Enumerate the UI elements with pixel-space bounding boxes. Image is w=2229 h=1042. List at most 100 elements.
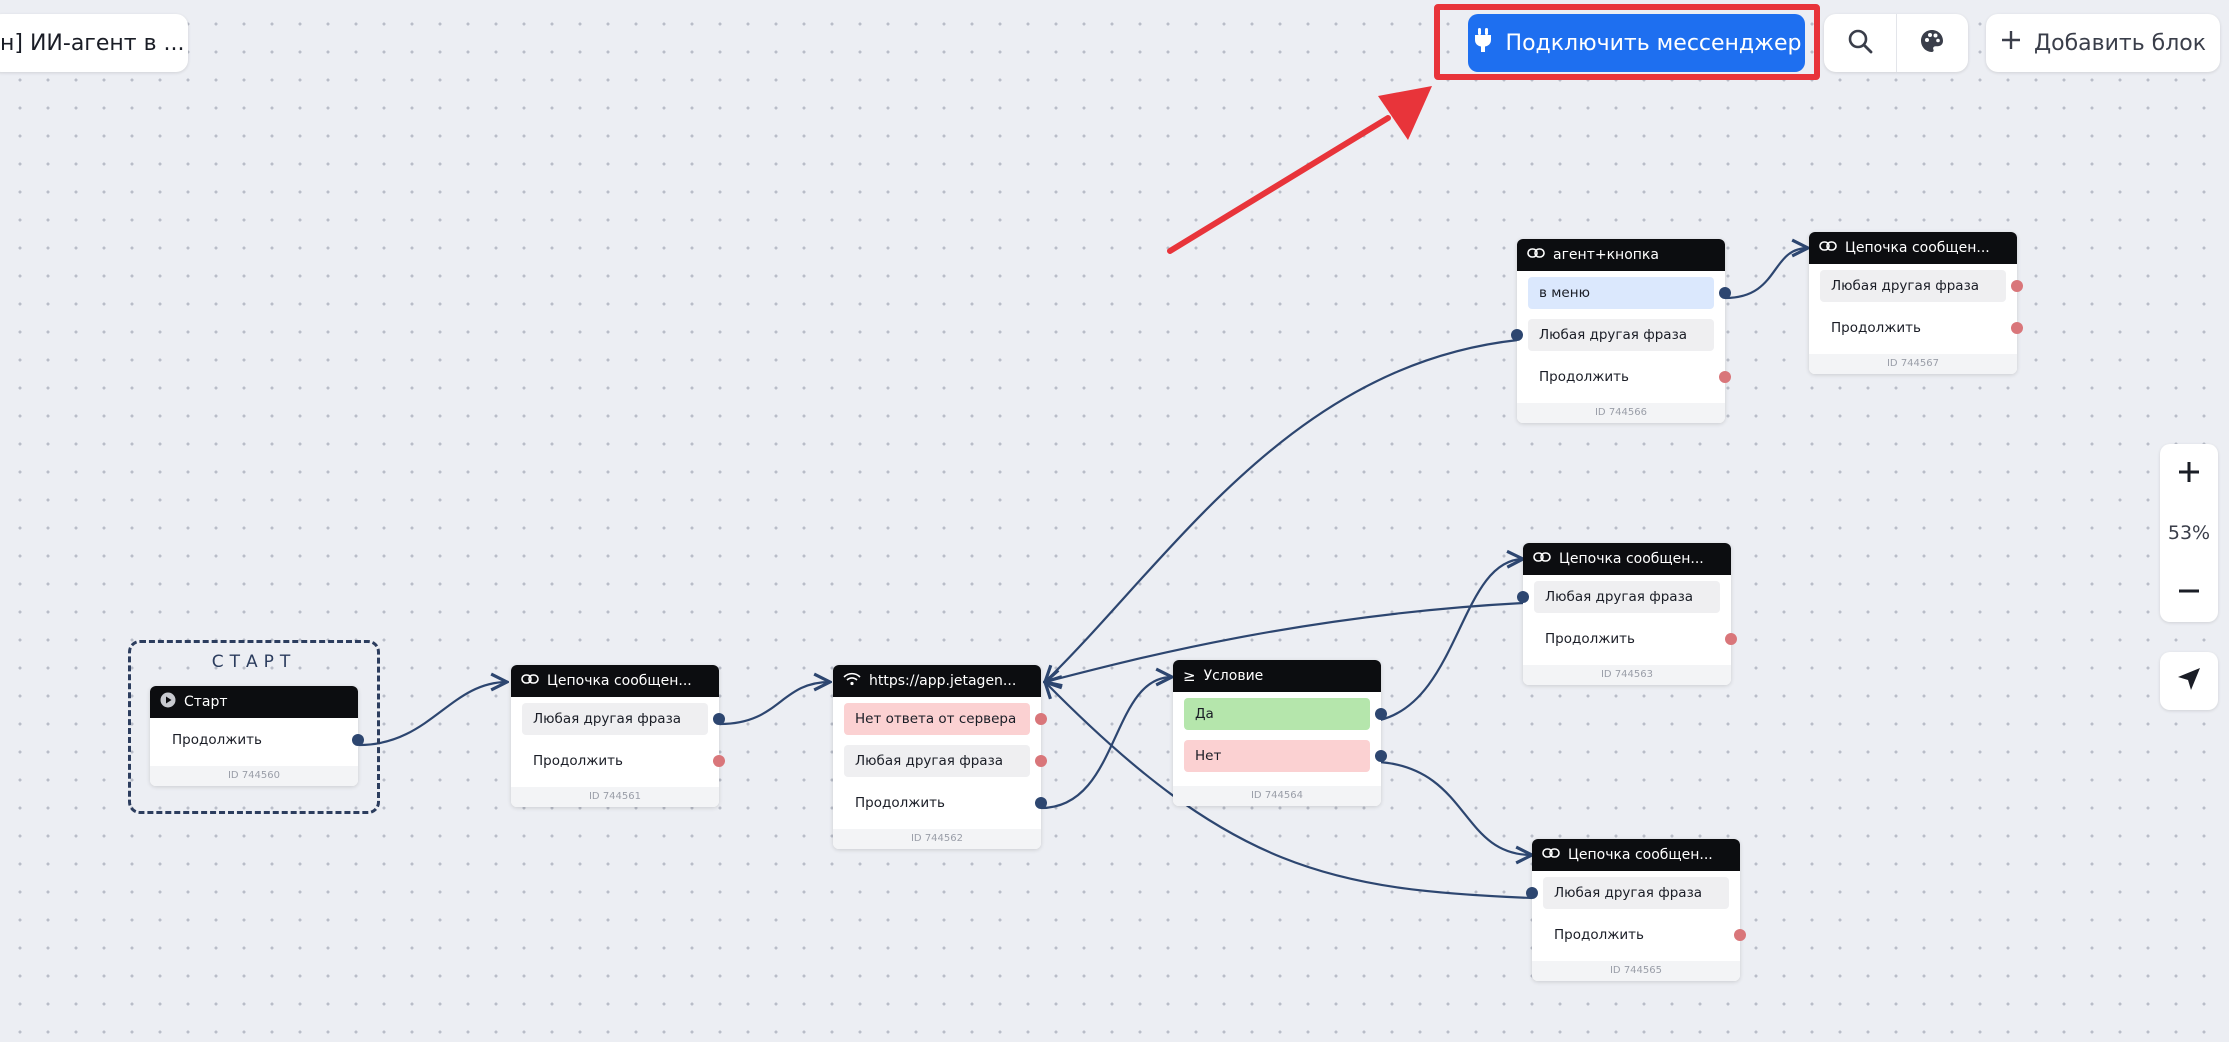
node-header[interactable]: ≥ Условие: [1173, 660, 1381, 692]
node-header[interactable]: Цепочка сообщен...: [1532, 839, 1740, 871]
continue-option[interactable]: Продолжить: [1534, 623, 1737, 655]
project-title[interactable]: н] ИИ-агент в ...: [0, 14, 188, 72]
output-port[interactable]: [713, 713, 725, 725]
node-title: https://app.jetagen...: [869, 673, 1017, 689]
link-icon: [1533, 551, 1551, 567]
option-label: Любая другая фраза: [533, 711, 682, 727]
link-icon: [1542, 847, 1560, 863]
any-phrase-option[interactable]: Любая другая фраза: [1820, 270, 2023, 302]
theme-button[interactable]: [1895, 14, 1969, 72]
node-header[interactable]: Цепочка сообщен...: [511, 665, 719, 697]
continue-option[interactable]: Продолжить: [1543, 919, 1746, 951]
start-frame: [128, 640, 380, 814]
node-id: ID 744567: [1809, 354, 2017, 374]
output-port[interactable]: [1375, 750, 1387, 762]
option-label: Продолжить: [1554, 927, 1644, 943]
any-phrase-option[interactable]: Любая другая фраза: [522, 703, 725, 735]
plus-icon: [2000, 29, 2022, 57]
edge-menu-to-chain2: [1724, 248, 1808, 300]
option-label: Продолжить: [172, 732, 262, 748]
any-phrase-option[interactable]: Любая другая фраза: [1526, 877, 1729, 909]
wifi-icon: [843, 672, 861, 690]
annotation-highlight-box: [1434, 4, 1820, 80]
output-port[interactable]: [1719, 371, 1731, 383]
yes-option[interactable]: Да: [1184, 698, 1387, 730]
output-port[interactable]: [713, 755, 725, 767]
node-id: ID 744566: [1517, 403, 1725, 423]
zoom-out-button[interactable]: [2160, 563, 2218, 622]
zoom-controls: 53%: [2160, 444, 2218, 622]
option-label: Нет: [1195, 748, 1222, 764]
output-port[interactable]: [1035, 797, 1047, 809]
option-label: Любая другая фраза: [1545, 589, 1694, 605]
any-phrase-option[interactable]: Любая другая фраза: [844, 745, 1047, 777]
output-port[interactable]: [352, 734, 364, 746]
output-port[interactable]: [1734, 929, 1746, 941]
option-label: в меню: [1539, 285, 1590, 301]
continue-option[interactable]: Продолжить: [844, 787, 1047, 819]
node-message-chain-1[interactable]: Цепочка сообщен... Любая другая фраза Пр…: [511, 665, 725, 807]
input-port[interactable]: [1526, 887, 1538, 899]
edge-agent-any-to-request: [1045, 338, 1519, 682]
node-title: Условие: [1203, 668, 1264, 684]
menu-option[interactable]: в меню: [1528, 277, 1731, 309]
edge-chain1-to-request: [719, 682, 830, 726]
annotation-arrow: [1167, 86, 1432, 254]
option-label: Любая другая фраза: [1831, 278, 1980, 294]
option-label: Любая другая фраза: [1554, 885, 1703, 901]
node-id: ID 744560: [150, 766, 358, 786]
edge-yes-to-chain3: [1379, 559, 1523, 722]
continue-option[interactable]: Продолжить: [161, 724, 364, 756]
any-phrase-option[interactable]: Любая другая фраза: [1511, 319, 1714, 351]
node-title: Цепочка сообщен...: [1845, 240, 1990, 256]
plug-icon: [1472, 27, 1494, 59]
input-port[interactable]: [1511, 329, 1523, 341]
option-label: Нет ответа от сервера: [855, 711, 1017, 727]
output-port[interactable]: [1719, 287, 1731, 299]
node-message-chain-3[interactable]: Цепочка сообщен... Любая другая фраза Пр…: [1517, 543, 1737, 685]
play-icon: [160, 692, 176, 712]
option-label: Продолжить: [1545, 631, 1635, 647]
output-port[interactable]: [1035, 713, 1047, 725]
output-port[interactable]: [1375, 708, 1387, 720]
add-block-button[interactable]: Добавить блок: [1986, 14, 2220, 72]
node-header[interactable]: Цепочка сообщен...: [1809, 232, 2017, 264]
node-header[interactable]: агент+кнопка: [1517, 239, 1725, 271]
no-option[interactable]: Нет: [1184, 740, 1387, 772]
zoom-in-button[interactable]: [2160, 444, 2218, 503]
node-message-chain-4[interactable]: Цепочка сообщен... Любая другая фраза Пр…: [1526, 839, 1746, 981]
node-header[interactable]: https://app.jetagen...: [833, 665, 1041, 697]
node-agent-button[interactable]: агент+кнопка в меню Любая другая фраза П…: [1511, 239, 1731, 423]
greater-equal-icon: ≥: [1183, 667, 1196, 685]
search-icon: [1847, 28, 1873, 58]
node-http-request[interactable]: https://app.jetagen... Нет ответа от сер…: [833, 665, 1047, 849]
minus-icon: [2177, 579, 2201, 607]
node-condition[interactable]: ≥ Условие Да Нет ID 744564: [1173, 660, 1387, 806]
output-port[interactable]: [2011, 280, 2023, 292]
no-response-option[interactable]: Нет ответа от сервера: [844, 703, 1047, 735]
node-id: ID 744564: [1173, 786, 1381, 806]
option-label: Продолжить: [1539, 369, 1629, 385]
continue-option[interactable]: Продолжить: [1528, 361, 1731, 393]
node-header[interactable]: Старт: [150, 686, 358, 718]
node-start[interactable]: Старт Продолжить ID 744560: [150, 686, 364, 786]
output-port[interactable]: [1035, 755, 1047, 767]
link-icon: [521, 673, 539, 689]
option-label: Любая другая фраза: [855, 753, 1004, 769]
connect-messenger-button[interactable]: Подключить мессенджер: [1468, 14, 1805, 72]
navigate-to-start-button[interactable]: [2160, 652, 2218, 710]
search-button[interactable]: [1824, 14, 1896, 72]
navigation-arrow-icon: [2176, 666, 2202, 696]
node-title: агент+кнопка: [1553, 247, 1659, 263]
any-phrase-option[interactable]: Любая другая фраза: [1517, 581, 1720, 613]
zoom-level: 53%: [2167, 522, 2211, 544]
continue-option[interactable]: Продолжить: [1820, 312, 2023, 344]
node-title: Цепочка сообщен...: [1559, 551, 1704, 567]
node-message-chain-2[interactable]: Цепочка сообщен... Любая другая фраза Пр…: [1809, 232, 2023, 374]
input-port[interactable]: [1517, 591, 1529, 603]
output-port[interactable]: [1725, 633, 1737, 645]
node-id: ID 744565: [1532, 961, 1740, 981]
continue-option[interactable]: Продолжить: [522, 745, 725, 777]
output-port[interactable]: [2011, 322, 2023, 334]
node-header[interactable]: Цепочка сообщен...: [1523, 543, 1731, 575]
